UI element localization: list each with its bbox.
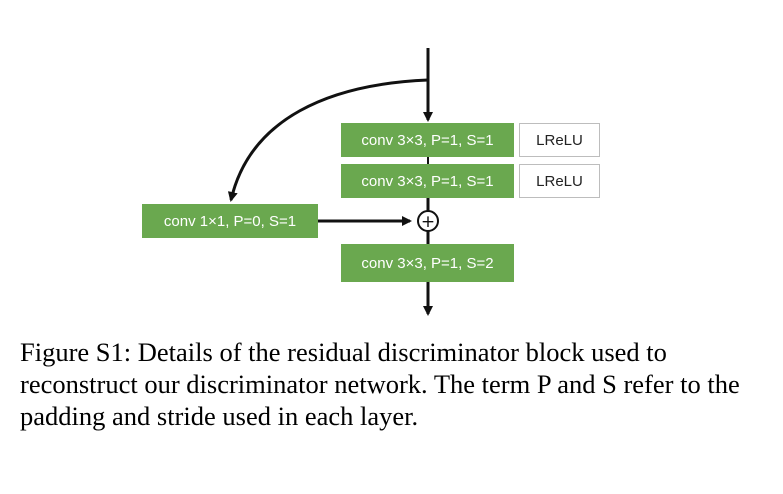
figure-caption: Figure S1: Details of the residual discr… xyxy=(20,337,740,431)
conv-3x3-block-1: conv 3×3, P=1, S=1 xyxy=(341,123,514,157)
sum-node xyxy=(417,210,439,232)
residual-block-diagram: + conv 3×3, P=1, S=1 LReLU conv 3×3, P=1… xyxy=(142,48,600,316)
conv-3x3-stride2-block: conv 3×3, P=1, S=2 xyxy=(341,244,514,282)
lrelu-block-2: LReLU xyxy=(519,164,600,198)
diagram-connections: + xyxy=(227,48,439,316)
lrelu-block-1: LReLU xyxy=(519,123,600,157)
skip-curve-arrow xyxy=(227,78,429,202)
conv-1x1-skip-block: conv 1×1, P=0, S=1 xyxy=(142,204,318,238)
conv-3x3-block-2: conv 3×3, P=1, S=1 xyxy=(341,164,514,198)
sum-symbol: + xyxy=(421,212,435,232)
